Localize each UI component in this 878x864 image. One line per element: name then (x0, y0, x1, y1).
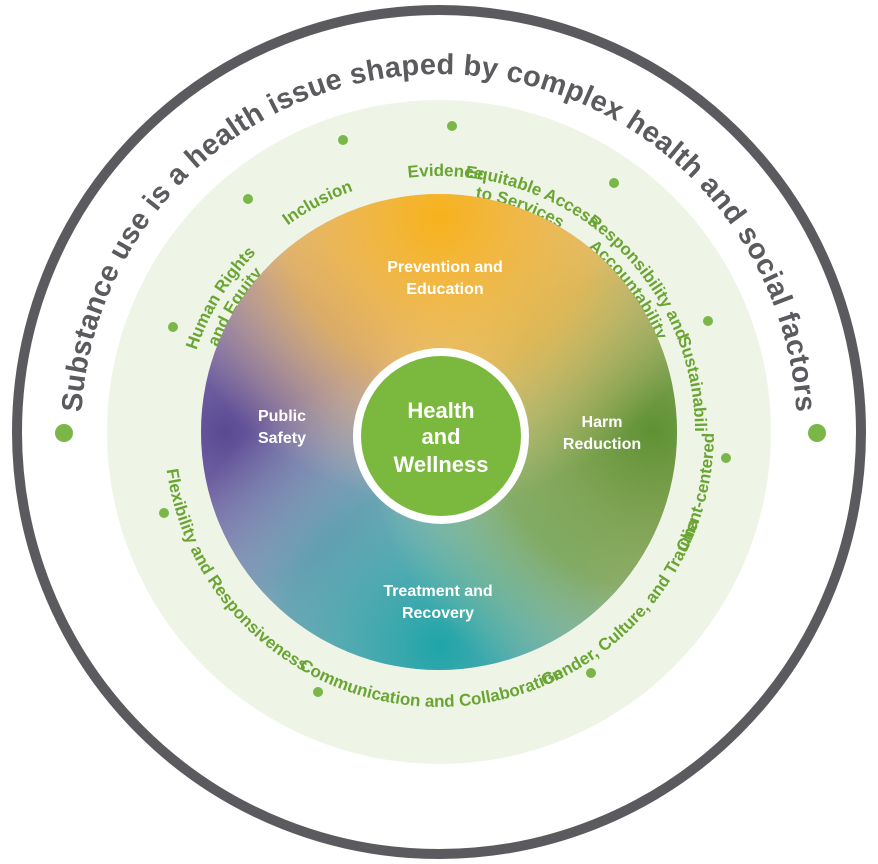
separator-dot (338, 135, 348, 145)
separator-dot (243, 194, 253, 204)
pillar-public-safety-label: Public (258, 408, 306, 425)
center-label-line3: Wellness (394, 452, 489, 477)
separator-dot (313, 687, 323, 697)
pillar-public-safety-label-line2: Safety (258, 430, 306, 447)
separator-dot (703, 316, 713, 326)
separator-dot (159, 508, 169, 518)
pillar-harm-reduction-label: Harm (582, 414, 623, 431)
pillar-treatment-label-line2: Recovery (402, 605, 474, 622)
separator-dot (447, 121, 457, 131)
pillar-prevention-label-line2: Education (406, 281, 483, 298)
separator-dot (721, 453, 731, 463)
separator-dot (609, 178, 619, 188)
pillar-prevention-label: Prevention and (387, 259, 503, 276)
center-circle (361, 356, 521, 516)
center-label-line2: and (421, 424, 460, 449)
left-dot (55, 424, 73, 442)
right-dot (808, 424, 826, 442)
pillar-treatment-label: Treatment and (383, 583, 492, 600)
pillar-harm-reduction-label-line2: Reduction (563, 436, 641, 453)
principle-separator-dots (159, 121, 731, 697)
center-label: Health (407, 398, 474, 423)
principle-evidence: Evidence (407, 161, 485, 184)
separator-dot (168, 322, 178, 332)
separator-dot (586, 668, 596, 678)
